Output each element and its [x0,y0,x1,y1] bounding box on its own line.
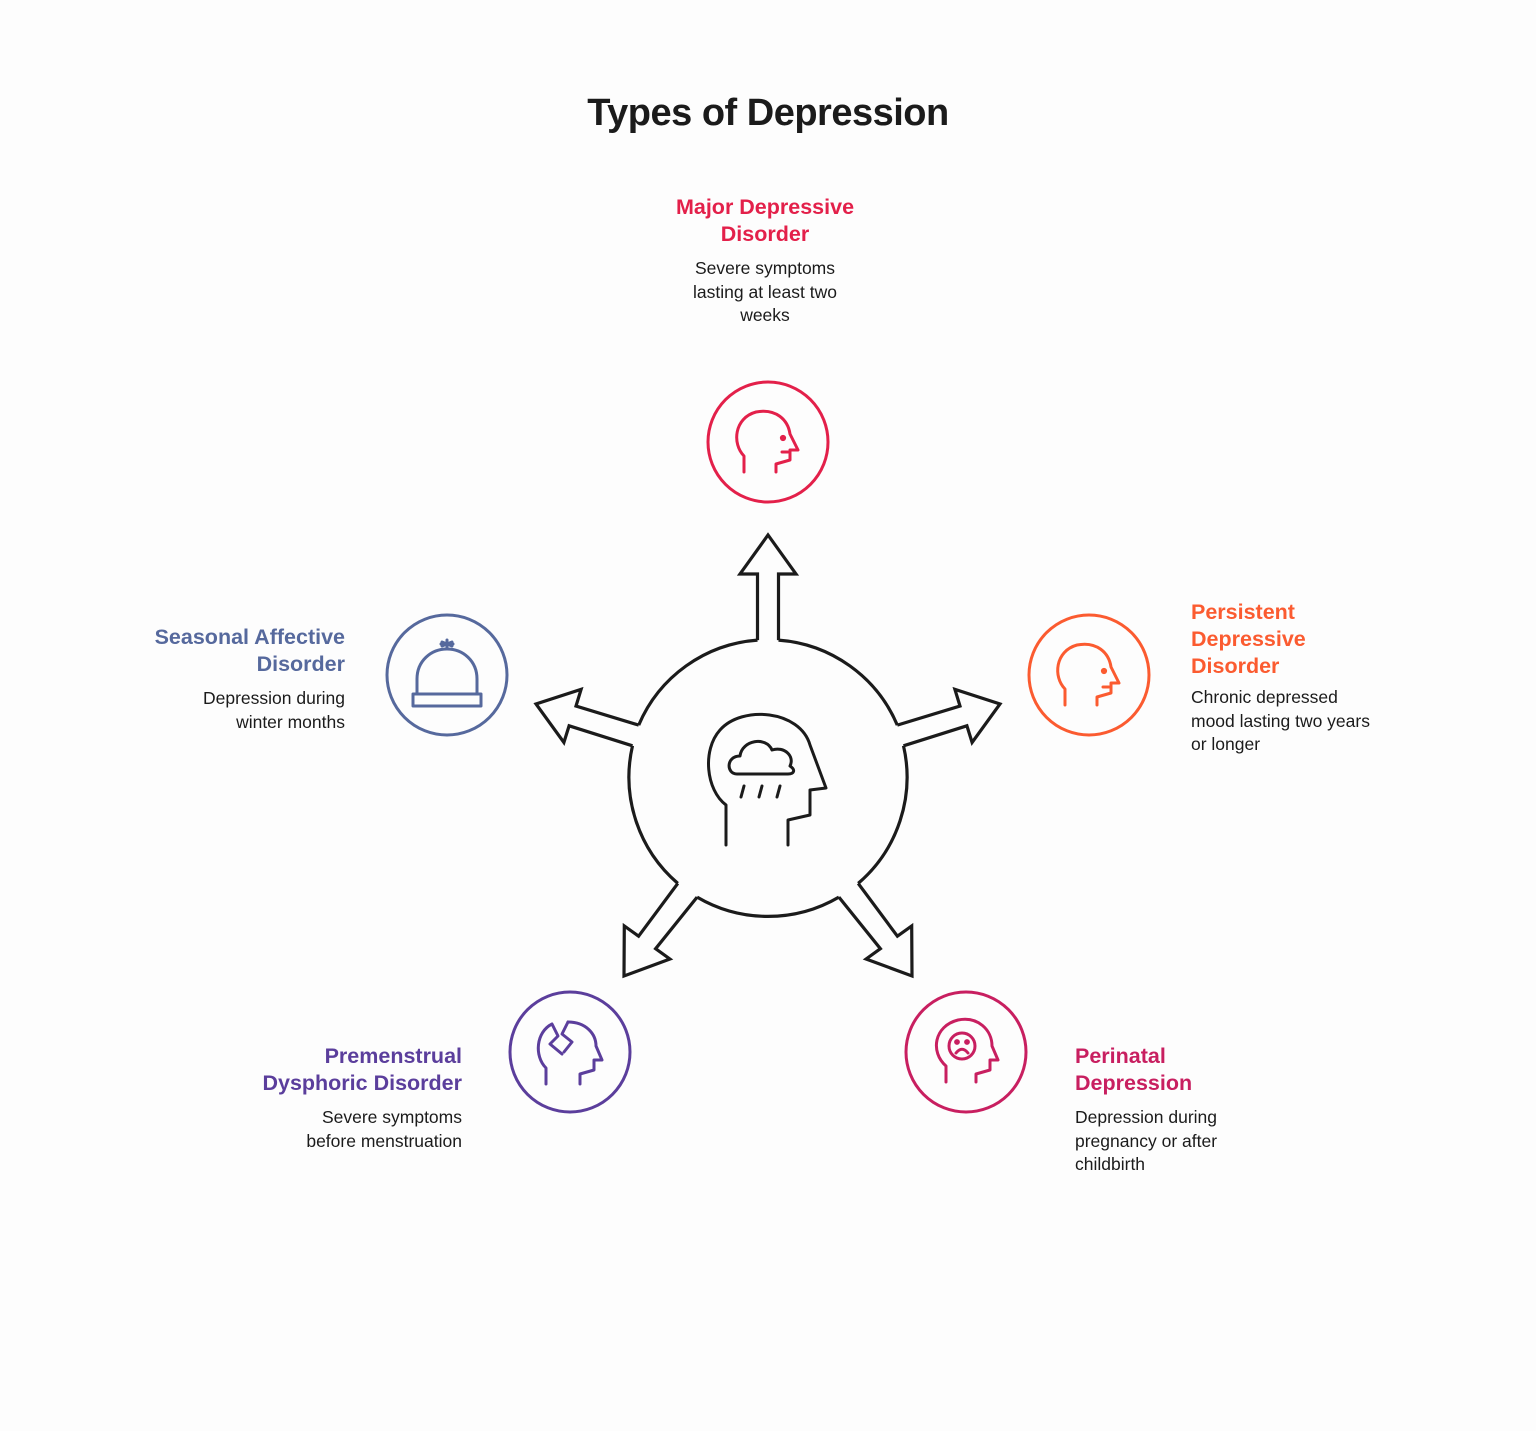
type-perinatal: Perinatal Depression Depression during p… [1075,1043,1375,1177]
page-title: Types of Depression [587,92,949,134]
pmdd-circle [508,990,632,1114]
arrow-up [736,532,800,641]
perinatal-circle [904,990,1028,1114]
arrow-right [896,686,1003,748]
type-seasonal-heading: Seasonal Affective Disorder [154,625,345,676]
persistent-circle [1027,613,1151,737]
type-seasonal-description: Depression during winter months [202,688,345,732]
arrow-down-left [622,882,699,979]
seasonal-circle [385,613,509,737]
type-persistent-description: Chronic depressed mood lasting two years… [1191,687,1370,754]
arrow-left [533,686,640,748]
winter-hat-icon [411,638,483,708]
type-seasonal: Seasonal Affective Disorder Depression d… [45,624,345,734]
head-profile-icon [735,409,800,474]
head-with-rain-cloud-icon [707,712,828,847]
hub-with-arrows [533,532,1003,979]
type-major-heading: Major Depressive Disorder [675,195,855,246]
type-perinatal-description: Depression during pregnancy or after chi… [1075,1107,1218,1174]
head-sad-face-icon [935,1017,1000,1084]
type-major-description: Severe symptoms lasting at least two wee… [693,258,837,325]
head-profile-icon [1056,642,1121,707]
type-major: Major Depressive Disorder Severe symptom… [615,194,915,328]
arrow-down-right [837,882,914,979]
cracked-head-icon [536,1020,604,1086]
hub-circle [627,638,909,918]
type-persistent-heading: Persistent Depressive Disorder [1191,600,1306,678]
type-persistent: Persistent Depressive Disorder Chronic d… [1191,599,1491,757]
type-pmdd-description: Severe symptoms before menstruation [306,1107,462,1151]
type-pmdd: Premenstrual Dysphoric Disorder Severe s… [162,1043,462,1153]
type-circles [385,380,1151,1114]
type-pmdd-heading: Premenstrual Dysphoric Disorder [262,1044,462,1095]
type-perinatal-heading: Perinatal Depression [1075,1044,1193,1095]
major-circle [706,380,830,504]
